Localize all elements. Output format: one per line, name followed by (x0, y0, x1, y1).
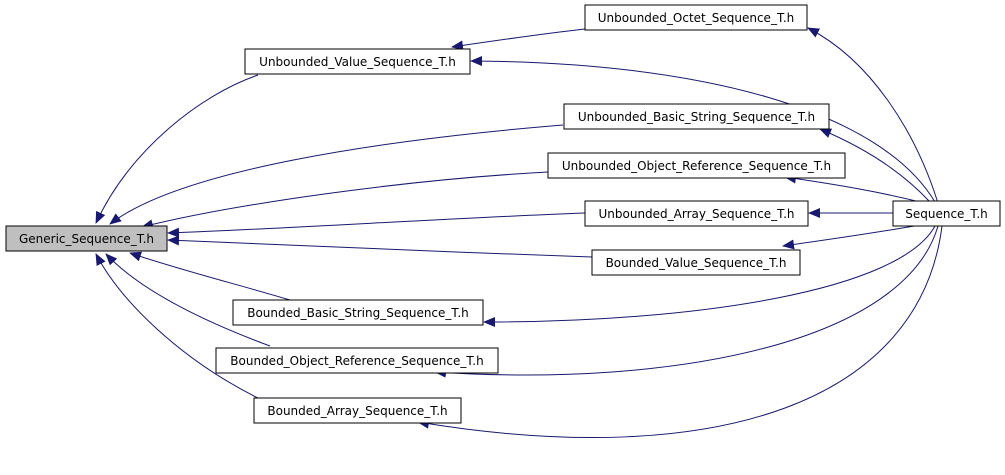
edge-bounded-value-to-generic (167, 235, 593, 258)
node-label: Unbounded_Value_Sequence_T.h (259, 55, 456, 69)
edge-sequence-to-unbounded-basic-string (819, 128, 931, 203)
node-label: Generic_Sequence_T.h (19, 232, 154, 246)
edge-sequence-to-bounded-array (417, 225, 943, 438)
node-label: Unbounded_Octet_Sequence_T.h (598, 11, 795, 25)
edge-sequence-to-bounded-object-reference (434, 225, 939, 378)
edge-bounded-array-to-generic (95, 253, 263, 401)
node-bounded-value-sequence[interactable]: Bounded_Value_Sequence_T.h (591, 249, 801, 276)
node-label: Sequence_T.h (905, 207, 988, 221)
node-label: Bounded_Object_Reference_Sequence_T.h (230, 354, 483, 368)
edge-unbounded-value-to-generic (95, 74, 259, 224)
node-label: Unbounded_Array_Sequence_T.h (598, 207, 794, 221)
edge-sequence-to-unbounded-octet (807, 27, 939, 204)
node-unbounded-array-sequence[interactable]: Unbounded_Array_Sequence_T.h (584, 200, 809, 227)
node-generic-sequence[interactable]: Generic_Sequence_T.h (5, 225, 168, 252)
edge-unbounded-array-to-generic (167, 212, 586, 238)
edge-sequence-to-unbounded-object-reference (784, 173, 921, 203)
edge-sequence-to-unbounded-value (470, 56, 936, 203)
edge-bounded-basic-string-to-generic (129, 251, 291, 301)
node-unbounded-value-sequence[interactable]: Unbounded_Value_Sequence_T.h (244, 48, 471, 75)
edge-bounded-object-reference-to-generic (105, 253, 271, 347)
node-label: Unbounded_Basic_String_Sequence_T.h (578, 110, 815, 124)
node-unbounded-octet-sequence[interactable]: Unbounded_Octet_Sequence_T.h (584, 4, 808, 31)
node-bounded-basic-string-sequence[interactable]: Bounded_Basic_String_Sequence_T.h (232, 299, 484, 326)
edge-unbounded-object-reference-to-generic (141, 171, 549, 230)
nodes-layer: Generic_Sequence_T.h Unbounded_Octet_Seq… (5, 4, 1001, 424)
node-label: Bounded_Basic_String_Sequence_T.h (247, 306, 469, 320)
node-bounded-object-reference-sequence[interactable]: Bounded_Object_Reference_Sequence_T.h (215, 347, 499, 374)
edge-sequence-to-bounded-basic-string (483, 225, 936, 327)
node-sequence-t[interactable]: Sequence_T.h (892, 200, 1001, 227)
node-bounded-array-sequence[interactable]: Bounded_Array_Sequence_T.h (253, 397, 462, 424)
edges-layer (95, 27, 943, 438)
node-label: Bounded_Array_Sequence_T.h (267, 404, 447, 418)
node-label: Unbounded_Object_Reference_Sequence_T.h (562, 159, 831, 173)
node-label: Bounded_Value_Sequence_T.h (606, 256, 787, 270)
edge-sequence-to-bounded-value (782, 224, 921, 250)
node-unbounded-object-reference-sequence[interactable]: Unbounded_Object_Reference_Sequence_T.h (547, 152, 846, 179)
edge-unbounded-octet-to-unbounded-value (451, 28, 586, 51)
node-unbounded-basic-string-sequence[interactable]: Unbounded_Basic_String_Sequence_T.h (563, 103, 830, 130)
edge-unbounded-basic-string-to-generic (109, 124, 564, 225)
